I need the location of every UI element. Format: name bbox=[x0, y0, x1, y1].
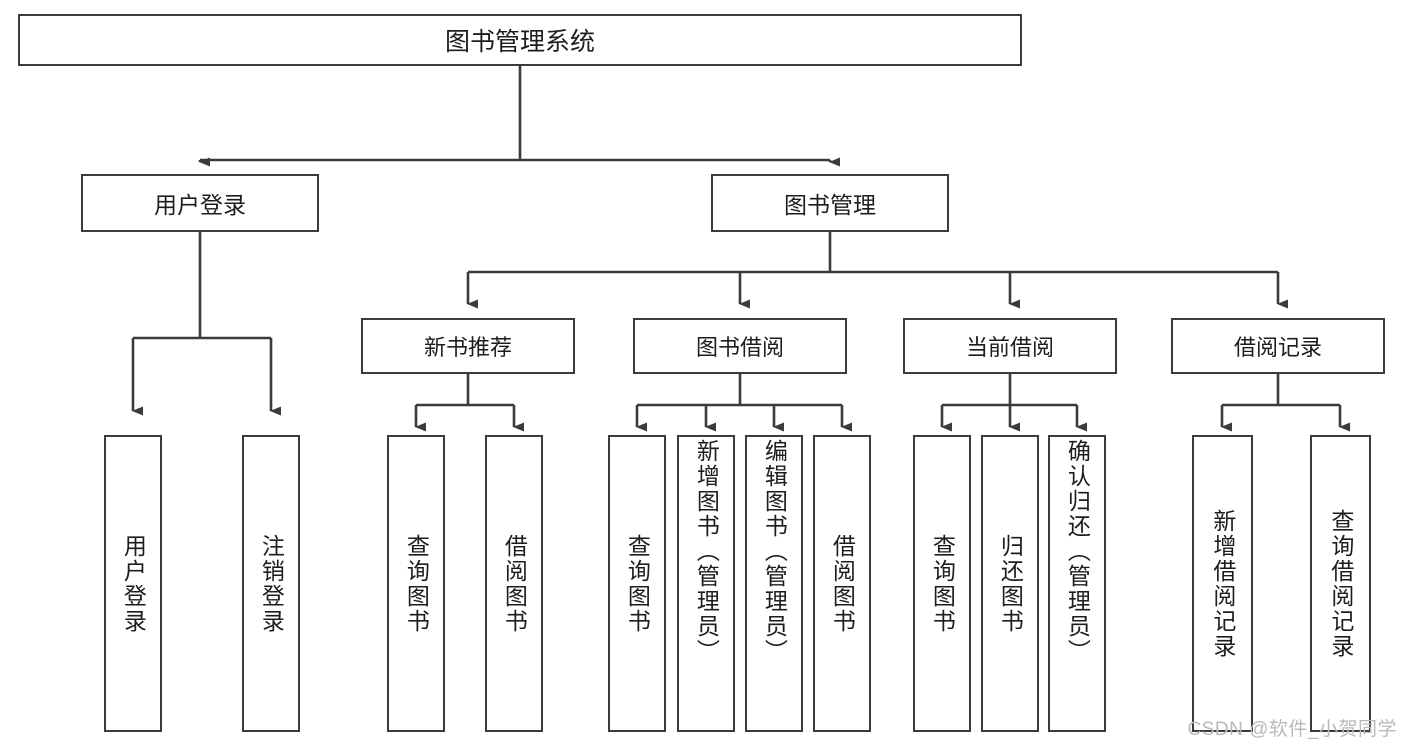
node-root[interactable]: 图书管理系统 bbox=[18, 14, 1022, 66]
leaf-query-book-1[interactable]: 查询图书 bbox=[387, 435, 445, 732]
leaf-query-record[interactable]: 查询借阅记录 bbox=[1310, 435, 1371, 732]
csdn-watermark: CSDN @软件_小贺同学 bbox=[1187, 719, 1397, 740]
leaf-borrow-book-2[interactable]: 借阅图书 bbox=[813, 435, 871, 732]
node-borrow-record-label: 借阅记录 bbox=[1233, 335, 1322, 360]
node-borrow-record[interactable]: 借阅记录 bbox=[1171, 318, 1385, 374]
leaf-query-record-label: 查询借阅记录 bbox=[1327, 508, 1354, 659]
leaf-logout[interactable]: 注销登录 bbox=[242, 435, 300, 732]
leaf-borrow-book-1[interactable]: 借阅图书 bbox=[485, 435, 543, 732]
leaf-query-book-1-label: 查询图书 bbox=[403, 533, 430, 634]
node-new-book-recommend[interactable]: 新书推荐 bbox=[361, 318, 575, 374]
leaf-query-book-2-label: 查询图书 bbox=[624, 533, 651, 634]
node-new-book-recommend-label: 新书推荐 bbox=[423, 335, 512, 360]
leaf-user-login-label: 用户登录 bbox=[120, 533, 147, 634]
leaf-user-login[interactable]: 用户登录 bbox=[104, 435, 162, 732]
node-book-manage[interactable]: 图书管理 bbox=[711, 174, 949, 232]
leaf-edit-book-label: 编辑图书（管理员） bbox=[761, 439, 788, 664]
leaf-borrow-book-2-label: 借阅图书 bbox=[829, 533, 856, 634]
leaf-borrow-book-1-label: 借阅图书 bbox=[501, 533, 528, 634]
leaf-query-book-3-label: 查询图书 bbox=[929, 533, 956, 634]
leaf-add-record-label: 新增借阅记录 bbox=[1209, 508, 1236, 659]
node-current-borrow-label: 当前借阅 bbox=[965, 335, 1054, 360]
leaf-return-book-label: 归还图书 bbox=[997, 533, 1024, 634]
leaf-confirm-return-label: 确认归还（管理员） bbox=[1064, 439, 1091, 664]
leaf-logout-label: 注销登录 bbox=[258, 533, 285, 634]
leaf-edit-book[interactable]: 编辑图书（管理员） bbox=[745, 435, 803, 732]
node-user-login[interactable]: 用户登录 bbox=[81, 174, 319, 232]
leaf-add-record[interactable]: 新增借阅记录 bbox=[1192, 435, 1253, 732]
node-user-login-label: 用户登录 bbox=[154, 192, 246, 218]
node-root-label: 图书管理系统 bbox=[444, 28, 595, 56]
leaf-add-book-label: 新增图书（管理员） bbox=[693, 439, 720, 664]
leaf-query-book-3[interactable]: 查询图书 bbox=[913, 435, 971, 732]
leaf-confirm-return[interactable]: 确认归还（管理员） bbox=[1048, 435, 1106, 732]
leaf-add-book[interactable]: 新增图书（管理员） bbox=[677, 435, 735, 732]
leaf-query-book-2[interactable]: 查询图书 bbox=[608, 435, 666, 732]
leaf-return-book[interactable]: 归还图书 bbox=[981, 435, 1039, 732]
node-book-borrow-label: 图书借阅 bbox=[695, 335, 784, 360]
node-book-manage-label: 图书管理 bbox=[784, 192, 876, 218]
node-current-borrow[interactable]: 当前借阅 bbox=[903, 318, 1117, 374]
node-book-borrow[interactable]: 图书借阅 bbox=[633, 318, 847, 374]
